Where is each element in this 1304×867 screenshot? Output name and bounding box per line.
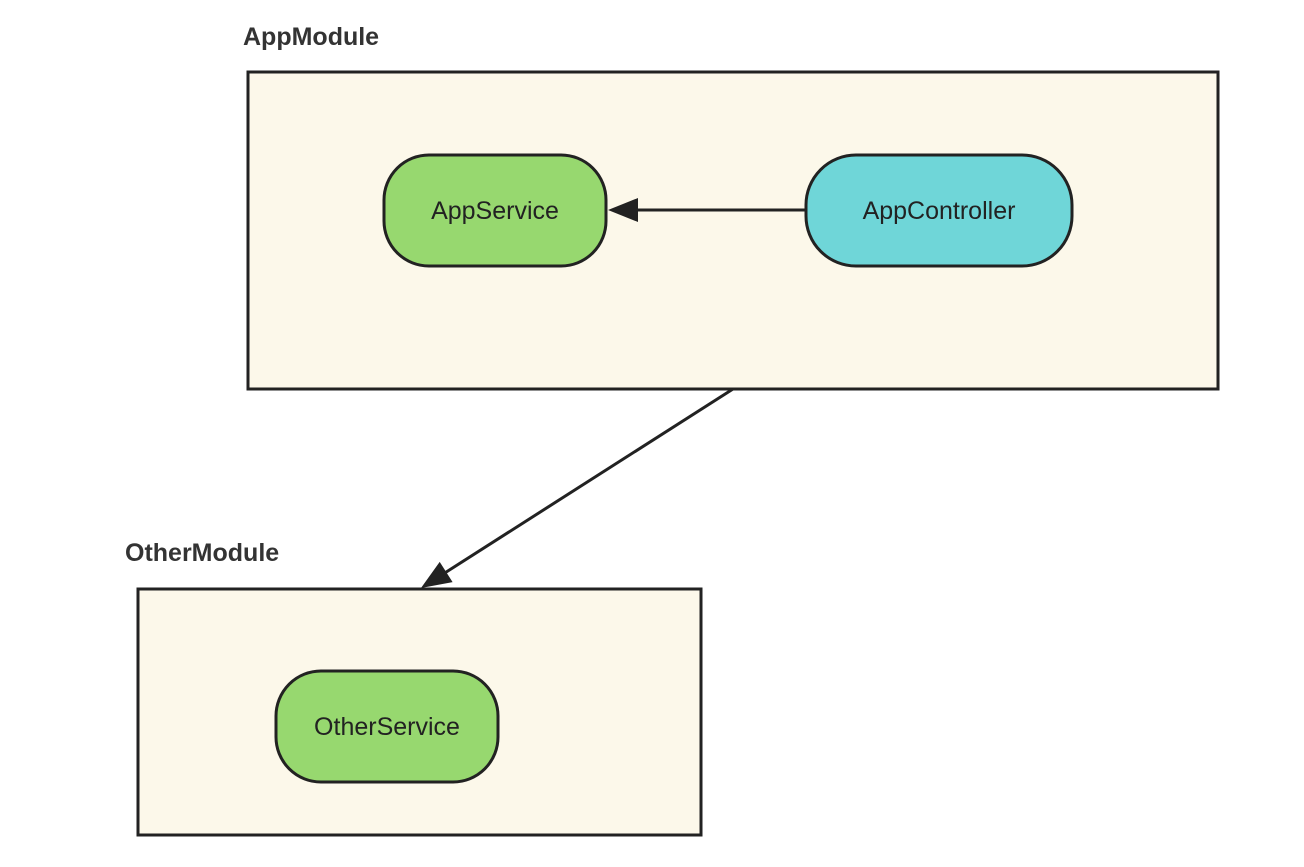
edge-appmodule-to-othermodule bbox=[421, 387, 734, 588]
other-service-node[interactable]: OtherService bbox=[274, 669, 500, 784]
edge-appmodule-to-othermodule-arrowhead bbox=[421, 561, 453, 588]
edge-controller-to-service bbox=[608, 198, 806, 222]
other-service-label: OtherService bbox=[314, 713, 460, 741]
app-controller-label: AppController bbox=[863, 197, 1016, 225]
app-module-label: AppModule bbox=[243, 23, 379, 51]
app-module-group: AppModule AppService AppController bbox=[243, 23, 1220, 391]
other-service-shape[interactable] bbox=[274, 669, 500, 784]
edge-controller-to-service-arrowhead bbox=[608, 198, 638, 222]
edge-appmodule-to-othermodule-line bbox=[439, 387, 734, 578]
other-module-label: OtherModule bbox=[125, 539, 279, 567]
app-service-label: AppService bbox=[431, 197, 559, 225]
other-module-group: OtherModule OtherService bbox=[125, 539, 703, 837]
app-service-shape[interactable] bbox=[382, 153, 608, 268]
app-service-node[interactable]: AppService bbox=[382, 153, 608, 268]
app-controller-node[interactable]: AppController bbox=[804, 153, 1074, 268]
